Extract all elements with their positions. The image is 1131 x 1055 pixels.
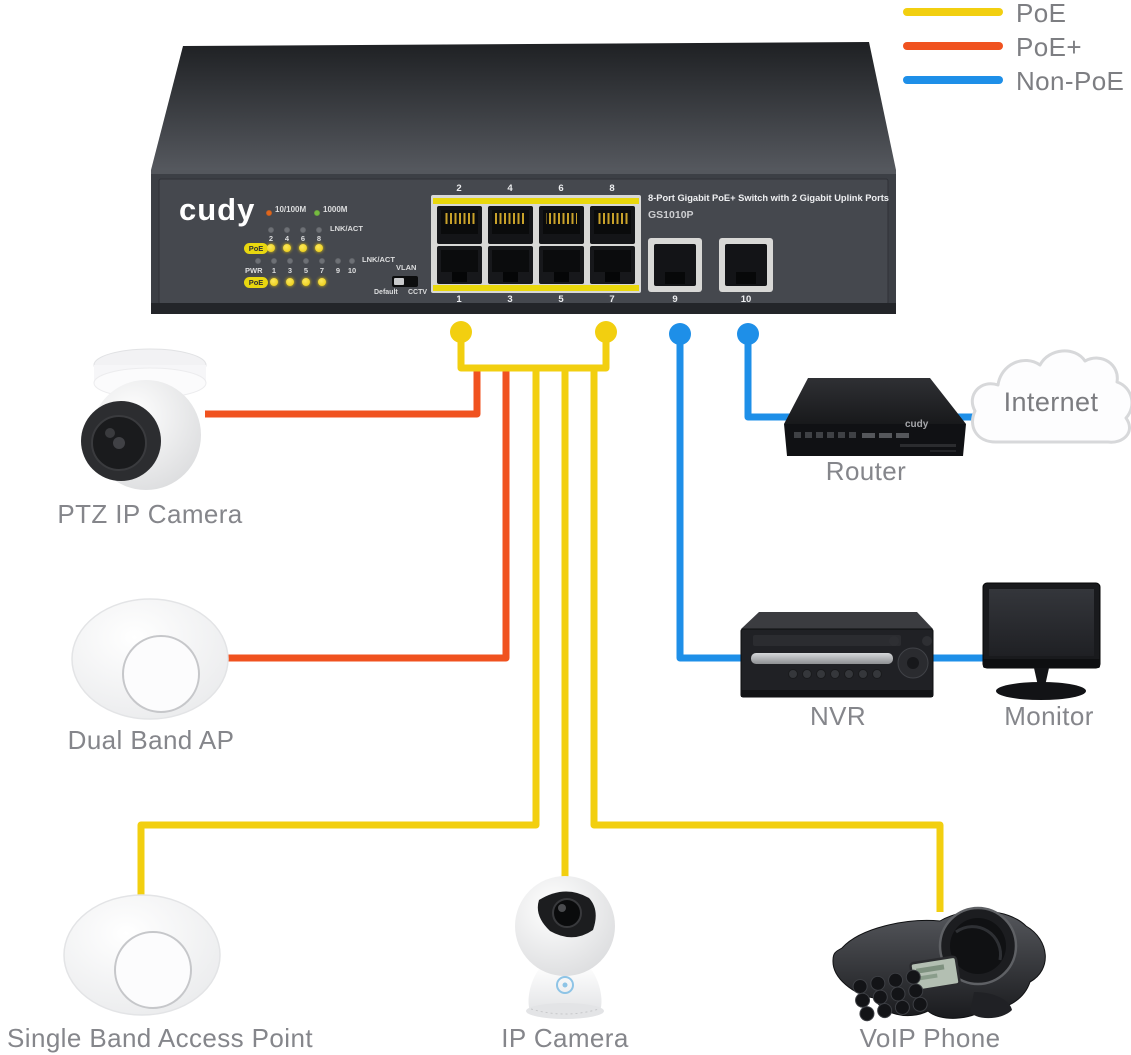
ip-camera-illustration [515,876,615,1019]
poe-led-3 [286,278,294,286]
legend-poe-plus-label: PoE+ [1016,32,1082,62]
port-number-6: 6 [558,183,564,194]
nvr-illustration [740,612,934,698]
lnkact-led-2 [268,227,274,233]
port-number-9: 9 [672,294,678,305]
led-num-9: 9 [335,266,341,275]
poe-led-1 [270,278,278,286]
port-number-5: 5 [558,294,564,305]
ptz-camera-label: PTZ IP Camera [57,499,243,529]
voip-phone-label: VoIP Phone [859,1023,1001,1053]
port-number-3: 3 [507,294,513,305]
router-label: Router [825,456,907,486]
cable-poe-single-ap [137,366,540,905]
port-number-8: 8 [609,183,615,194]
voip-phone-illustration [832,906,1046,1022]
led-num-4: 4 [284,234,290,243]
internet-cloud [970,349,1131,444]
poe-switch [151,42,896,314]
legend-nonpoe-label: Non-PoE [1016,66,1125,96]
dual-band-ap-illustration [71,598,229,720]
lnkact-led-4 [284,227,290,233]
lnkact-led-3 [287,258,293,264]
cable-nonpoe-router [744,333,792,421]
led-num-5: 5 [303,266,309,275]
port-number-1: 1 [456,294,462,305]
poe-led-4 [283,244,291,252]
poe-led-2 [267,244,275,252]
uplink-port-9 [648,238,702,292]
internet-label: Internet [1003,387,1099,417]
led-num-8: 8 [316,234,322,243]
cables [137,331,1008,912]
legend-nonpoe-line [903,76,1003,84]
lnkact-led-10 [349,258,355,264]
lnkact-bottom-label: LNK/ACT [362,255,395,264]
port-number-7: 7 [609,294,615,305]
switch-brand-logo: cudy [179,192,256,227]
poe-pill-top: PoE [244,243,268,254]
monitor-label: Monitor [1004,701,1094,731]
router-brand-text: cudy [905,419,929,430]
rj45-ports-bottom [437,246,635,284]
cable-nonpoe-nvr [676,333,748,662]
legend-poe-label: PoE [1016,0,1067,28]
vlan-mode-toggle [392,276,418,287]
single-band-ap-illustration [63,894,221,1016]
led-num-2: 2 [268,234,274,243]
vlan-toggle-knob [394,278,404,285]
poe-pill-bottom: PoE [244,277,268,288]
pwr-label: PWR [245,266,263,275]
ptz-camera-illustration [81,348,207,490]
vlan-label: VLAN [396,263,417,272]
cable-poe-voip [590,366,944,912]
nvr-label: NVR [809,701,867,731]
cable-port-dots [450,321,759,345]
rj45-ports-top [437,206,635,244]
vlan-default-label: Default [374,289,398,296]
poe-led-5 [302,278,310,286]
led-1000m-label: 1000M [323,205,348,214]
monitor-illustration [982,582,1101,700]
lnkact-led-6 [300,227,306,233]
port-number-10: 10 [740,294,752,305]
poe-led-7 [318,278,326,286]
led-1000m-indicator [314,210,320,216]
poe-led-6 [299,244,307,252]
port-number-4: 4 [507,183,513,194]
legend-poe-line [903,8,1003,16]
lnkact-top-label: LNK/ACT [330,224,363,233]
legend-poe-plus-line [903,42,1003,50]
ip-camera-label: IP Camera [501,1023,629,1053]
rj45-port-block [431,195,773,293]
pwr-led [255,258,261,264]
vlan-cctv-label: CCTV [408,289,428,296]
single-band-ap-label: Single Band Access Point [7,1023,313,1053]
lnkact-led-7 [319,258,325,264]
cable-poe-plus-ptz [205,366,481,418]
uplink-port-10 [719,238,773,292]
poe-led-8 [315,244,323,252]
lnkact-led-8 [316,227,322,233]
lnkact-led-1 [271,258,277,264]
lnkact-led-9 [335,258,341,264]
switch-description: 8-Port Gigabit PoE+ Switch with 2 Gigabi… [648,193,889,203]
led-num-1: 1 [271,266,277,275]
led-10100m-indicator [266,210,272,216]
led-num-6: 6 [300,234,306,243]
led-num-10: 10 [347,266,357,275]
port-number-2: 2 [456,183,462,194]
cable-poe-bus [457,331,610,372]
lnkact-led-5 [303,258,309,264]
led-num-7: 7 [319,266,325,275]
switch-model: GS1010P [648,209,694,221]
dual-band-ap-label: Dual Band AP [67,725,235,755]
led-10100m-label: 10/100M [275,205,307,214]
router-illustration [784,378,966,456]
led-num-3: 3 [287,266,293,275]
cable-poe-plus-dual-ap [226,366,510,662]
